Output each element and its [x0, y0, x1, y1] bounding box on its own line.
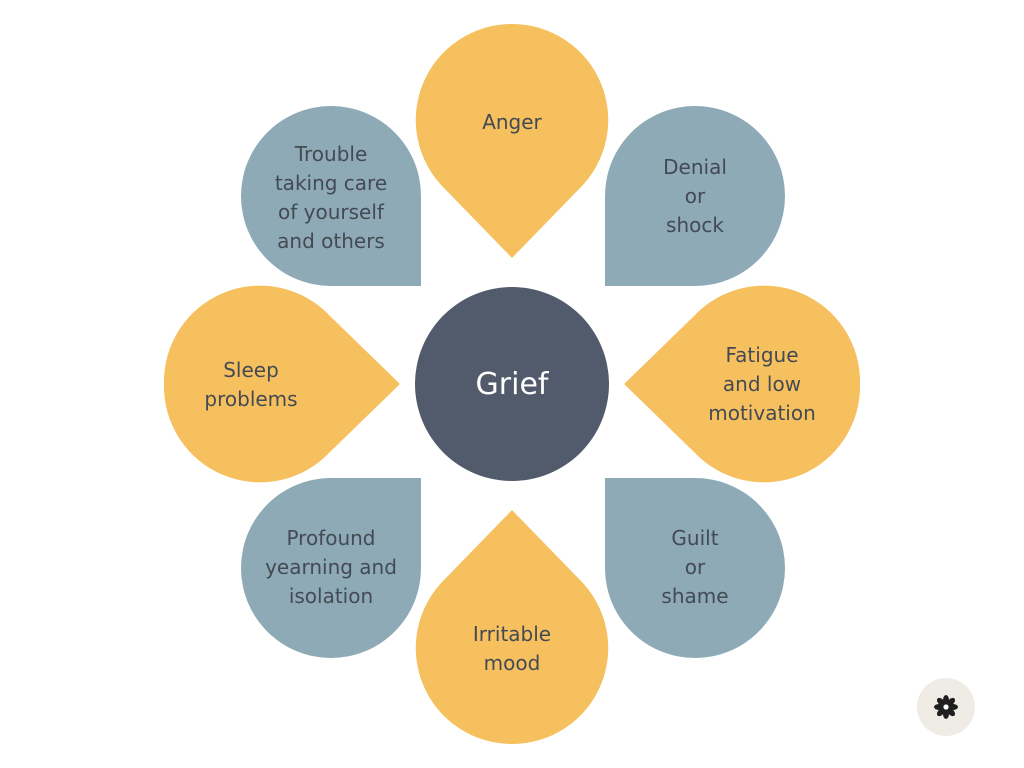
fatigue-petal: [624, 285, 861, 483]
yearning-label: Profound yearning and isolation: [265, 525, 397, 608]
irritable-label: Irritable mood: [472, 622, 552, 675]
grief-center-circle: [415, 287, 609, 481]
anger-petal: [415, 23, 609, 258]
trouble-label: Trouble taking care of yourself and othe…: [274, 142, 388, 253]
sleep-petal: [163, 285, 400, 483]
sleep-label: Sleep problems: [204, 358, 298, 411]
denial-label: Denial or shock: [663, 154, 727, 237]
guilt-label: Guilt or shame: [661, 525, 729, 608]
anger-label: Anger: [482, 109, 542, 134]
trouble-petal: [241, 106, 421, 286]
fatigue-label: Fatigue and low motivation: [708, 342, 816, 425]
denial-petal: [605, 106, 785, 286]
yearning-petal: [241, 478, 421, 658]
guilt-petal: [605, 478, 785, 658]
irritable-petal: [415, 510, 609, 745]
logo-badge: [917, 678, 975, 736]
flower-logo-icon: [934, 695, 958, 719]
grief-center-label: Grief: [475, 366, 549, 402]
